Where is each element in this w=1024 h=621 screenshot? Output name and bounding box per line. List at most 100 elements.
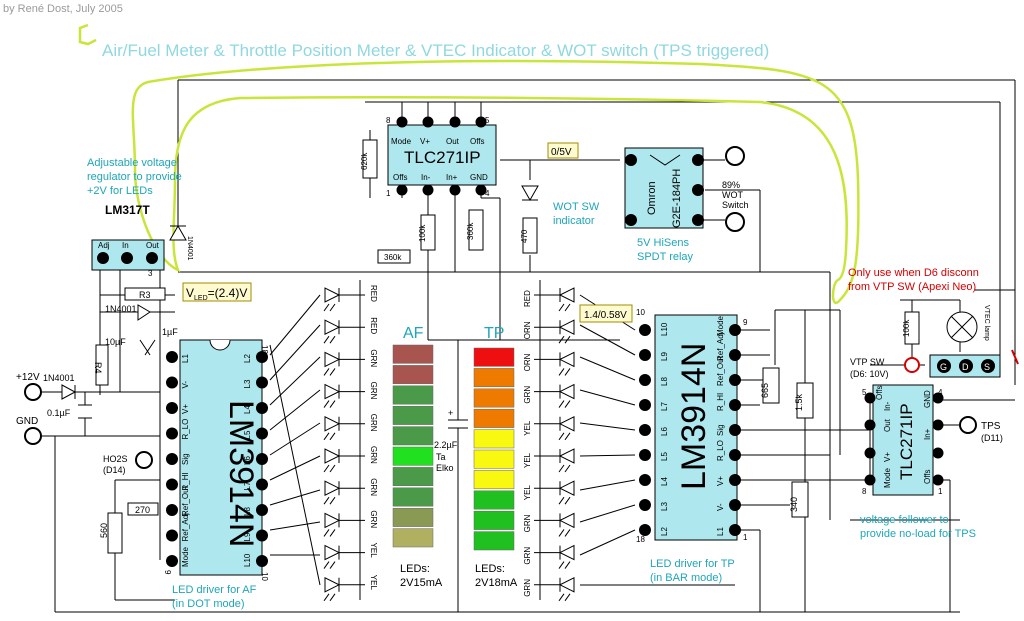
opamp-top-body <box>387 124 497 186</box>
ic-tp-right-pin-label: R_LO <box>716 440 725 461</box>
svg-text:+: + <box>448 408 453 418</box>
led-arrows <box>323 368 336 376</box>
led-body <box>324 415 341 432</box>
ic-af-left-pin-label: L1 <box>181 354 190 363</box>
opamp-top-pin-mode: Mode <box>391 137 412 146</box>
tp-resistors: 665 1.5k 340 <box>760 367 814 518</box>
af-bar-caption-1: LEDs: <box>400 563 430 575</box>
led-color-label: GRN <box>369 478 378 496</box>
ic-af-right-pin-label: L4 <box>243 405 252 414</box>
vtp-sw-2: (D6: 10V) <box>850 369 889 379</box>
power-diode: 1N4001 <box>43 373 75 383</box>
vout-box <box>547 142 579 159</box>
bar-segment-1 <box>473 347 515 367</box>
ic-tp-left-pin-label: L3 <box>660 502 669 511</box>
vtp-sw-1: VTP SW <box>850 357 885 367</box>
ic-tp-left-pin-label: L5 <box>660 452 669 461</box>
ic-af-right-pin-label: L9 <box>243 532 252 541</box>
r620k-label: 620k <box>360 152 369 170</box>
ic-tp-pin-10: 10 <box>636 308 645 317</box>
ic-af-left-pin-label: V+ <box>181 404 190 414</box>
ic-tp-right-pin-dot <box>729 349 741 361</box>
led-body <box>324 480 341 497</box>
relay-body <box>624 147 704 229</box>
led-color-label: YEL <box>523 452 532 468</box>
ic-tp-left-pin-label: L9 <box>660 352 669 361</box>
vtec-r100k <box>904 311 920 345</box>
handdrawn-loop <box>131 59 860 304</box>
led-arrows <box>323 335 336 344</box>
r100k-label: 100k <box>418 224 427 242</box>
ic-tp-pin-18: 18 <box>636 535 645 544</box>
opamp-bottom-pin8: 8 <box>862 487 867 496</box>
power-gnd: GND <box>16 416 38 427</box>
ic-tp-right-pin-dot <box>729 324 741 336</box>
ic-af-right-pin-dot <box>256 529 268 542</box>
ic-tp-pin-1: 1 <box>743 533 748 542</box>
led-7: YEL <box>523 480 575 505</box>
r360k-b <box>377 249 411 264</box>
ic-af-right-pin-dot <box>256 478 268 491</box>
r15k-label: 1.5k <box>794 393 804 411</box>
bar-segment-3 <box>392 385 434 405</box>
corner-mark <box>78 23 97 46</box>
r340 <box>791 481 809 518</box>
led-color-label: RED <box>369 317 378 334</box>
ic-tp-right-pin-label: R_HI <box>716 393 725 411</box>
led-arrows <box>323 400 336 408</box>
power-12v: +12V <box>16 372 40 383</box>
ic-af-left-pin-label: Sig <box>181 453 190 465</box>
led-body <box>558 415 575 432</box>
led-color-label: GRN <box>369 414 378 432</box>
led-1: RED <box>523 287 575 312</box>
mosfet-d: D <box>962 362 969 372</box>
led-2: RED <box>323 317 378 344</box>
r3 <box>124 287 166 301</box>
led-arrows <box>558 529 571 537</box>
opamp-top-pin-out: Out <box>446 137 460 146</box>
opamp-bottom-gnd: GND <box>923 390 932 408</box>
ic-tp-pin-9: 9 <box>743 318 748 327</box>
led-9: GRN <box>523 544 575 569</box>
ic-tp-left-pin-label: L6 <box>660 427 669 436</box>
led-body <box>558 480 575 497</box>
led-10: GRN <box>523 576 575 602</box>
opamp-bottom-caption-2: provide no-load for TPS <box>860 528 976 540</box>
r470-label: 470 <box>520 229 529 243</box>
regulator-block: Adjustable voltage regulator to provide … <box>87 157 252 386</box>
led-arrows <box>558 368 571 376</box>
ic-tp-left-pin-label: L7 <box>660 402 669 411</box>
credit-label: by René Dost, July 2005 <box>3 3 123 15</box>
ic-tp-part: LM3914N <box>675 343 713 490</box>
tp-vref-label: 1.4/0.58V <box>584 310 627 321</box>
regulator-desc-3: +2V for LEDs <box>87 185 153 197</box>
ic-af-left-pin-dot <box>166 376 178 389</box>
led-color-label: YEL <box>369 575 378 591</box>
led-8: GRN <box>523 512 575 537</box>
led-arrows <box>558 561 571 569</box>
bar-segment-5 <box>392 426 434 446</box>
af-bar-caption-2: 2V15mA <box>400 577 443 589</box>
ic-af-right-pin-dot <box>256 402 268 414</box>
wot-block: WOT SW indicator Omron G2E-184PH 5V HiSe… <box>521 146 749 263</box>
ic-tp-right-pin-dot <box>729 374 741 386</box>
bar-segment-7 <box>473 470 515 490</box>
ic-tp-right-pin-label: Ref_Out <box>716 355 725 386</box>
bar-segment-2 <box>473 368 515 388</box>
ic-af-left-pin-dot <box>166 555 178 567</box>
vled-value: =(2.4)V <box>208 286 248 300</box>
led-body <box>324 448 341 464</box>
ic-tp-left-pin-dot <box>639 424 651 436</box>
led-10: YEL <box>323 575 378 602</box>
led-arrows <box>323 496 336 505</box>
wiring <box>42 79 1016 613</box>
opamp-bottom-part: TLC271IP <box>897 403 916 480</box>
ic-tp-right-pin-dot <box>729 449 741 461</box>
led-color-label: GRN <box>369 382 378 400</box>
elko: + 2.2µF Ta Elko <box>434 340 468 612</box>
led-arrows <box>323 303 336 312</box>
led-arrows <box>323 464 336 473</box>
led-5: GRN <box>323 414 378 441</box>
